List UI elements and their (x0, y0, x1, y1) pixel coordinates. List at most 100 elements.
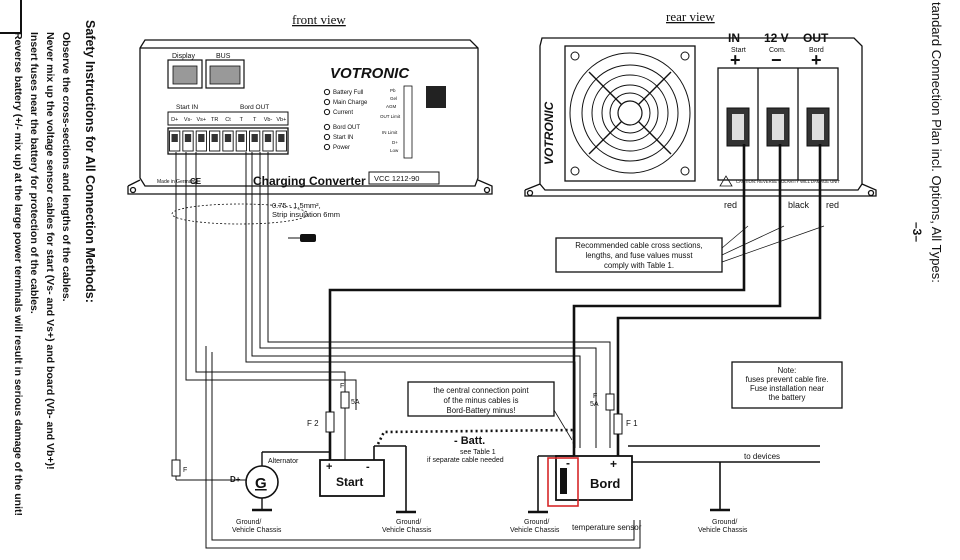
fuse-dplus: F (171, 459, 187, 477)
terminal-label-5: T (240, 117, 244, 123)
terminal-label-0: D+ (171, 117, 178, 123)
terminal-clamp-1 (184, 134, 192, 142)
made-in-germany: Made in Germany (157, 179, 197, 185)
in-sub-label: Start (731, 47, 746, 54)
wire-label-black: black (788, 200, 810, 210)
fan-grille-ring-1 (591, 74, 669, 152)
start-minus: - (366, 461, 370, 473)
cooling-fan (564, 45, 696, 182)
bord-out-header: Bord OUT (240, 104, 269, 111)
terminal-label-2: Vs+ (197, 117, 207, 123)
corner-mark (0, 0, 22, 34)
ground-alternator: Ground/Vehicle Chassis (232, 519, 282, 534)
led-current: Current (333, 110, 353, 116)
stripped-wire-icon (288, 234, 316, 242)
com-label: 12 V (764, 31, 789, 45)
dip-label-out-limit: OUT Limit (380, 114, 401, 119)
wire-label-red-in: red (724, 200, 737, 210)
cable-note-text: Recommended cable cross sections,lengths… (575, 241, 702, 270)
front-view-housing (127, 39, 493, 195)
terminal-label-7: Vb- (264, 117, 273, 123)
front-view-title: front view (292, 12, 346, 27)
rear-view-housing (524, 37, 877, 197)
fan-strut-0 (637, 120, 672, 155)
terminal-clamp-3 (211, 134, 218, 142)
caution-text: CAUTION: REVERSE POLARITY WILL DAMAGE UN… (736, 179, 840, 184)
terminal-com (766, 107, 790, 147)
terminal-clamp-0 (171, 134, 178, 142)
temp-sensor-icon (560, 468, 567, 494)
temp-sensor-highlight (547, 457, 579, 507)
fuse-f1: F 1 (613, 413, 638, 435)
fuse-note-box: Note:fuses prevent cable fire.Fuse insta… (731, 361, 843, 409)
alternator: G Alternator D+ (230, 451, 330, 512)
terminal-label-3: TR (211, 117, 218, 123)
bord-battery-label: Bord (590, 476, 620, 491)
ground-bord: Ground/Vehicle Chassis (510, 519, 560, 534)
fuse-note-text: Note:fuses prevent cable fire.Fuse insta… (746, 366, 829, 402)
caution-label: CAUTION: REVERSE POLARITY WILL DAMAGE UN… (719, 175, 840, 187)
dip-label-dplus: D+ (392, 140, 398, 145)
dip-label-agm: AGM (386, 104, 397, 109)
cable-entry-marker (171, 203, 309, 225)
led-power: Power (333, 145, 350, 151)
fuse-f2: F 2 (307, 411, 335, 433)
minus-batt-dotted-cable (376, 428, 576, 446)
product-name: Charging Converter (253, 174, 366, 188)
terminal-label-6: T (253, 117, 257, 123)
in-label: IN (728, 31, 740, 45)
terminal-clamp-6 (251, 134, 258, 142)
generator-symbol: G (255, 475, 267, 492)
bus-label: BUS (216, 53, 231, 60)
fuse-5a-bord: F 5A (590, 393, 615, 411)
bord-minus: - (566, 456, 570, 470)
cable-note-box: Recommended cable cross sections,lengths… (555, 225, 825, 273)
fuse-5a-bord-value: 5A (590, 401, 599, 408)
to-devices-label: to devices (744, 452, 780, 461)
temp-sensor-label: temperature sensor (572, 523, 642, 532)
fuse-5a-start-f: F (340, 383, 344, 390)
led-start-in: Start IN (333, 135, 353, 141)
wire-label-red-out: red (826, 200, 839, 210)
minus-batt-label: - Batt. (454, 435, 485, 447)
in-plus-sign: + (730, 50, 741, 70)
alternator-dplus: D+ (230, 475, 241, 484)
com-sub-label: Com. (769, 47, 786, 54)
terminal-label-4: Ct (225, 117, 231, 123)
fuse-5a-start-value: 5A (351, 399, 360, 406)
led-bord-out: Bord OUT (333, 125, 360, 131)
start-battery: Start + - (319, 445, 416, 514)
fan-grille-ring-2 (601, 84, 659, 142)
terminal-clamp-7 (264, 134, 272, 142)
terminal-clamp-4 (224, 134, 232, 142)
ground-devices: Ground/Vehicle Chassis (698, 519, 748, 534)
ground-start: Ground/Vehicle Chassis (382, 519, 432, 534)
terminal-out (806, 107, 830, 147)
fuse-dplus-label: F (183, 467, 187, 474)
fuse-5a-bord-f: F (593, 393, 597, 400)
to-devices-lines (628, 445, 820, 463)
sense-cables (175, 152, 641, 549)
fan-strut-1 (588, 120, 623, 155)
fan-strut-2 (588, 71, 623, 106)
fuse-f1-label: F 1 (626, 419, 638, 428)
start-plus: + (326, 461, 332, 473)
bus-port: BUS (205, 53, 245, 89)
insulation-note: 0.75 - 1.5mm²,Strip insulation 6mm (272, 201, 340, 219)
out-sub-label: Bord (809, 47, 824, 54)
terminal-label-8: Vb+ (276, 117, 286, 123)
out-plus-sign: + (811, 50, 822, 70)
terminal-clamp-8 (278, 134, 285, 142)
terminal-in (726, 107, 750, 147)
alternator-label: Alternator (268, 458, 299, 465)
led-battery-full: Battery Full (333, 90, 363, 96)
com-minus-sign: − (771, 50, 782, 70)
rear-brand-logo: VOTRONIC (542, 101, 556, 165)
start-in-header: Start IN (176, 104, 198, 111)
out-label: OUT (803, 31, 829, 45)
